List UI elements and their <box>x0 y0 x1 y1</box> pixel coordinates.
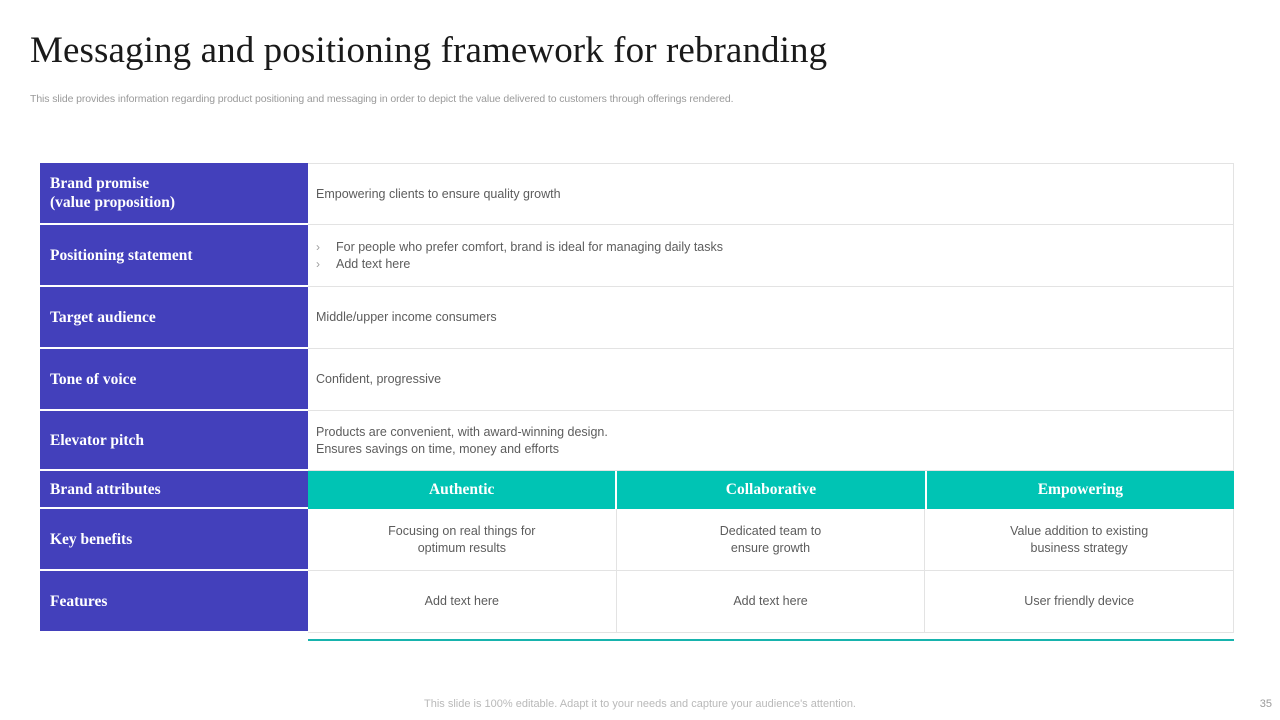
row-label-brand-promise-line2: (value proposition) <box>50 194 176 211</box>
table-row-key-benefits: Key benefits Focusing on real things for… <box>40 509 1235 571</box>
brand-promise-text: Empowering clients to ensure quality gro… <box>316 186 561 201</box>
tone-of-voice-text: Confident, progressive <box>316 372 442 386</box>
positioning-bullet-list: › For people who prefer comfort, brand i… <box>316 239 1225 273</box>
attribute-header-empowering-text: Empowering <box>1037 481 1123 498</box>
row-value-elevator-pitch: Products are convenient, with award-winn… <box>308 411 1234 471</box>
list-item-text: For people who prefer comfort, brand is … <box>336 239 723 254</box>
table-row-brand-attributes: Brand attributes Authentic Collaborative… <box>40 471 1234 509</box>
elevator-pitch-line1: Products are convenient, with award-winn… <box>316 424 608 439</box>
list-item: › For people who prefer comfort, brand i… <box>316 239 1225 256</box>
row-label-brand-attributes-text: Brand attributes <box>50 480 161 498</box>
chevron-bullet-icon: › <box>316 256 320 271</box>
row-label-tone-of-voice-text: Tone of voice <box>50 370 137 388</box>
row-label-positioning-statement-text: Positioning statement <box>50 246 193 264</box>
key-benefit-cell-collaborative: Dedicated team to ensure growth <box>616 509 926 571</box>
row-value-brand-promise: Empowering clients to ensure quality gro… <box>308 163 1234 225</box>
row-label-key-benefits-text: Key benefits <box>50 530 133 548</box>
feature-empowering-line1: User friendly device <box>1024 594 1135 608</box>
row-label-positioning-statement: Positioning statement <box>40 225 308 287</box>
row-value-tone-of-voice: Confident, progressive <box>308 349 1234 411</box>
key-benefit-collaborative-line1: Dedicated team to <box>719 523 822 538</box>
key-benefit-empowering-line2: business strategy <box>1030 540 1128 555</box>
page-number: 35 <box>1259 698 1272 710</box>
row-label-elevator-pitch: Elevator pitch <box>40 411 308 471</box>
table-row-target-audience: Target audience Middle/upper income cons… <box>40 287 1234 349</box>
row-label-elevator-pitch-text: Elevator pitch <box>50 431 144 449</box>
row-label-tone-of-voice: Tone of voice <box>40 349 308 411</box>
list-item: › Add text here <box>316 256 1225 273</box>
elevator-pitch-line2: Ensures savings on time, money and effor… <box>316 441 559 456</box>
row-label-brand-promise-line1: Brand promise <box>50 175 150 192</box>
attribute-header-authentic-text: Authentic <box>428 481 495 498</box>
page-title: Messaging and positioning framework for … <box>30 30 828 71</box>
footer-note: This slide is 100% editable. Adapt it to… <box>424 698 856 710</box>
feature-cell-collaborative: Add text here <box>616 571 926 633</box>
feature-authentic-line1: Add text here <box>424 594 500 608</box>
attribute-header-empowering: Empowering <box>926 471 1234 509</box>
framework-table: Brand promise (value proposition) Empowe… <box>40 163 1235 633</box>
page-subtitle: This slide provides information regardin… <box>30 93 734 105</box>
table-row-elevator-pitch: Elevator pitch Products are convenient, … <box>40 411 1234 471</box>
feature-cell-authentic: Add text here <box>308 571 617 633</box>
table-row-tone-of-voice: Tone of voice Confident, progressive <box>40 349 1234 411</box>
list-item-text: Add text here <box>336 256 411 271</box>
key-benefit-cell-authentic: Focusing on real things for optimum resu… <box>308 509 617 571</box>
key-benefit-collaborative-line2: ensure growth <box>730 540 811 555</box>
feature-collaborative-line1: Add text here <box>733 594 808 608</box>
target-audience-text: Middle/upper income consumers <box>316 310 497 324</box>
attribute-header-collaborative: Collaborative <box>617 471 927 509</box>
table-bottom-accent-line <box>308 639 1234 641</box>
row-label-features: Features <box>40 571 308 633</box>
chevron-bullet-icon: › <box>316 239 320 254</box>
key-benefit-cell-empowering: Value addition to existing business stra… <box>925 509 1235 571</box>
key-benefit-empowering-line1: Value addition to existing <box>1010 523 1149 538</box>
row-label-target-audience-text: Target audience <box>50 308 156 326</box>
key-benefit-authentic-line1: Focusing on real things for <box>388 523 536 538</box>
row-label-target-audience: Target audience <box>40 287 308 349</box>
row-label-features-text: Features <box>50 592 108 610</box>
table-row-brand-promise: Brand promise (value proposition) Empowe… <box>40 163 1234 225</box>
table-row-features: Features Add text here Add text here Use… <box>40 571 1235 633</box>
feature-cell-empowering: User friendly device <box>925 571 1235 633</box>
table-row-positioning-statement: Positioning statement › For people who p… <box>40 225 1234 287</box>
row-label-brand-attributes: Brand attributes <box>40 471 308 509</box>
attribute-header-collaborative-text: Collaborative <box>725 481 817 498</box>
row-label-key-benefits: Key benefits <box>40 509 308 571</box>
key-benefit-authentic-line2: optimum results <box>417 540 506 555</box>
row-value-positioning-statement: › For people who prefer comfort, brand i… <box>308 225 1234 287</box>
attribute-header-authentic: Authentic <box>308 471 618 509</box>
row-label-brand-promise: Brand promise (value proposition) <box>40 163 308 225</box>
row-value-target-audience: Middle/upper income consumers <box>308 287 1234 349</box>
